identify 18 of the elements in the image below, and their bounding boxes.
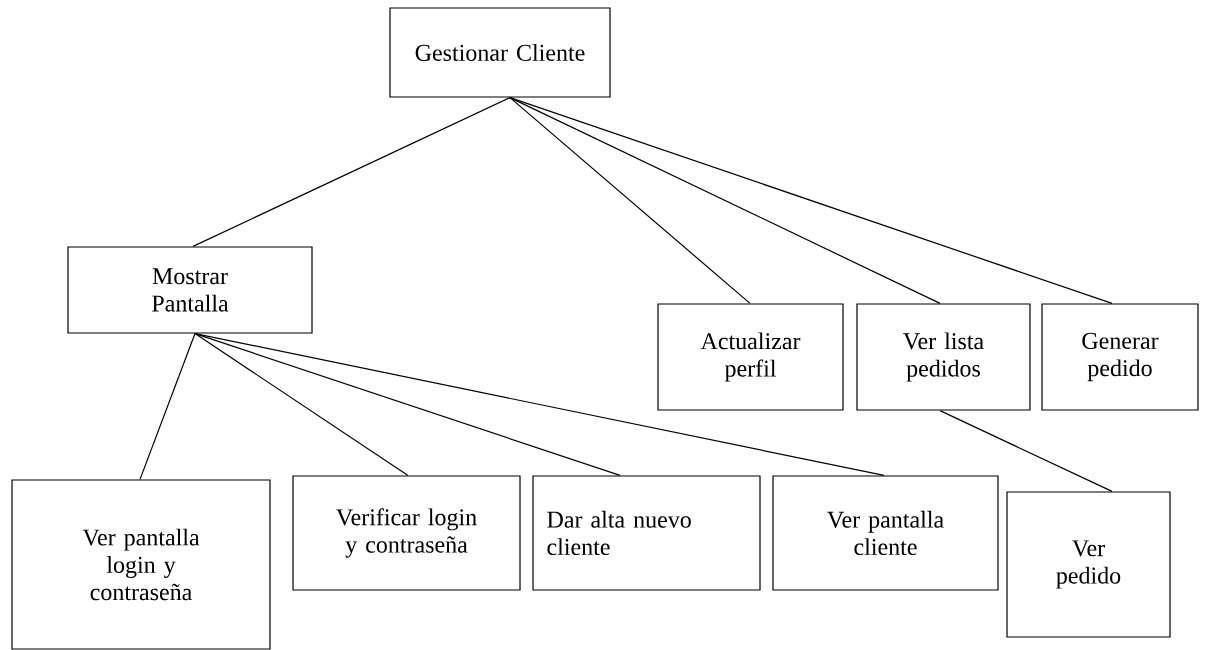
process-box: Ver pedido [1006,491,1171,638]
connector-line [509,97,1113,304]
connector-line [509,97,941,304]
connector-line [194,333,885,476]
connector-line [194,333,409,476]
process-box: Generar pedido [1041,303,1199,411]
connector-line [192,97,511,247]
process-box: Gestionar Cliente [389,7,611,98]
connector-line [139,333,196,480]
process-box: Ver pantalla cliente [772,475,999,591]
process-box: Verificar login y contraseña [292,475,521,591]
connector-line [939,410,1113,492]
process-box: Ver pantalla login y contraseña [11,479,271,650]
process-box: Dar alta nuevo cliente [532,475,761,591]
process-box: Mostrar Pantalla [67,246,313,334]
process-box: Ver lista pedidos [856,303,1031,411]
connector-line [509,97,751,304]
process-box: Actualizar perfil [657,303,844,411]
